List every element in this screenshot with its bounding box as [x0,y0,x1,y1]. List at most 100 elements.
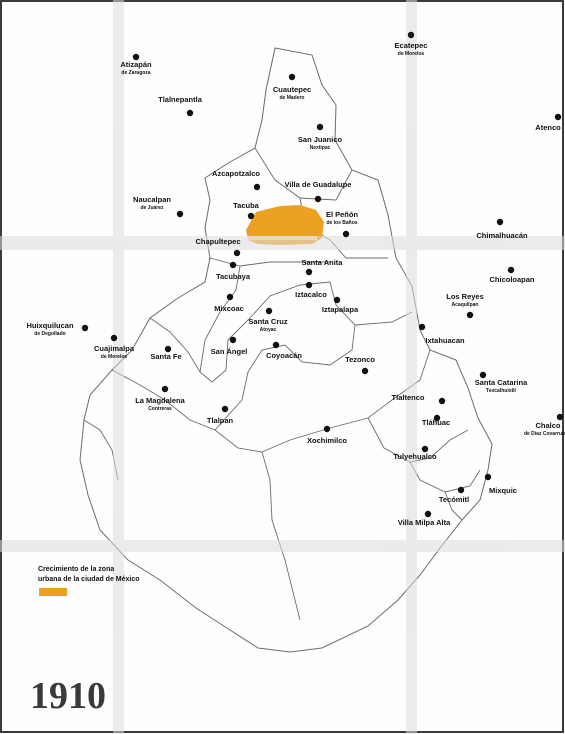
place-name: Atenco [535,123,561,132]
place-marker-icon [253,183,261,191]
place-marker-icon [186,109,194,117]
place-marker-icon [265,307,273,315]
place-coyoacan: Coyoacán [266,341,302,360]
place-tulyehualco: Tulyehualco [393,445,437,461]
place-name: Tlalnepantla [158,95,203,104]
place-subname: Texcalhuixtli [486,388,517,394]
place-name: Atizapán [120,60,152,69]
place-tlalnepantla-izt: Tlalnepantla [158,95,203,117]
map-year: 1910 [30,675,106,717]
place-marker-icon [229,261,237,269]
legend-line1: Crecimiento de la zona [38,566,114,573]
place-subname: de Díaz Covarrubias [524,431,565,437]
place-marker-icon [484,473,492,481]
place-subname: de Degollado [34,331,65,337]
place-name: Ixtahuacan [425,336,465,345]
legend-swatch [39,588,67,596]
place-iztacalco: Iztacalco [295,281,327,299]
place-marker-icon [221,405,229,413]
place-name: La Magdalena [135,396,185,405]
place-name: Santa Fe [150,352,181,361]
place-name: El Peñón [326,210,359,219]
place-marker-icon [438,397,446,405]
place-name: Tláhuac [422,418,450,427]
place-marker-icon [161,385,169,393]
place-name: Coyoacán [266,351,302,360]
place-marker-icon [418,323,426,331]
place-name: Tacuba [233,201,260,210]
place-tecomitl: Tecómitl [439,486,469,504]
place-mixcoac: Mixcoac [214,293,244,313]
place-santa-anita: Santa Anita [302,258,343,276]
place-marker-icon [496,218,504,226]
place-marker-icon [229,336,237,344]
place-subname: de Madero [279,95,304,101]
place-subname: de los Baños [326,220,357,226]
place-name: San Ángel [211,347,248,356]
place-marker-icon [323,425,331,433]
place-name: Chalco [535,421,560,430]
place-atenco: Atenco [535,113,562,132]
place-name: Tlalpan [207,416,234,425]
legend-line2: urbana de la ciudad de México [38,576,140,583]
place-name: Cuajimalpa [94,344,135,353]
place-marker-icon [421,445,429,453]
place-marker-icon [176,210,184,218]
place-name: Tacubaya [216,272,251,281]
place-marker-icon [81,324,89,332]
place-santa-fe: Santa Fe [150,345,182,361]
place-name: Villa Milpa Alta [398,518,451,527]
place-marker-icon [272,341,280,349]
place-marker-icon [132,53,140,61]
place-name: Los Reyes [446,292,484,301]
place-subname: Acaquilpan [452,302,479,308]
place-chimalhuacan: Chimalhuacán [476,218,528,240]
place-tlaltenco: Tlaltenco [392,393,446,405]
place-azcapotzalco: Azcapotzalco [212,169,261,191]
place-marker-icon [305,268,313,276]
place-name: Iztapalapa [322,305,359,314]
place-marker-icon [164,345,172,353]
place-subname: de Zaragoza [121,70,150,76]
place-xochimilco: Xochimilco [307,425,347,445]
place-mixquic: Mixquic [484,473,517,495]
place-marker-icon [110,334,118,342]
place-name: Iztacalco [295,290,327,299]
place-tezonco: Tezonco [345,355,375,375]
place-name: Tlaltenco [392,393,425,402]
place-marker-icon [305,281,313,289]
place-name: Santa Cruz [248,317,287,326]
place-name: Chimalhuacán [476,231,528,240]
place-villa-milpa-alta: Villa Milpa Alta [398,510,451,527]
place-ixtahuacan: Ixtahuacan [418,323,465,345]
place-marker-icon [507,266,515,274]
place-name: Ecatepec [395,41,428,50]
place-marker-icon [288,73,296,81]
place-chapultepec: Chapultepec [195,237,241,257]
place-subname: Nextipac [310,145,331,151]
place-tlalpan: Tlalpan [207,405,234,425]
legend: Crecimiento de la zona urbana de la ciud… [38,566,140,596]
place-name: Cuautepec [273,85,311,94]
place-name: Tulyehualco [393,452,437,461]
place-marker-icon [233,249,241,257]
place-san-angel: San Ángel [211,336,248,356]
place-subname: Atoyac [260,327,277,333]
place-name: Azcapotzalco [212,169,260,178]
place-name: Mixquic [489,486,517,495]
place-marker-icon [333,296,341,304]
